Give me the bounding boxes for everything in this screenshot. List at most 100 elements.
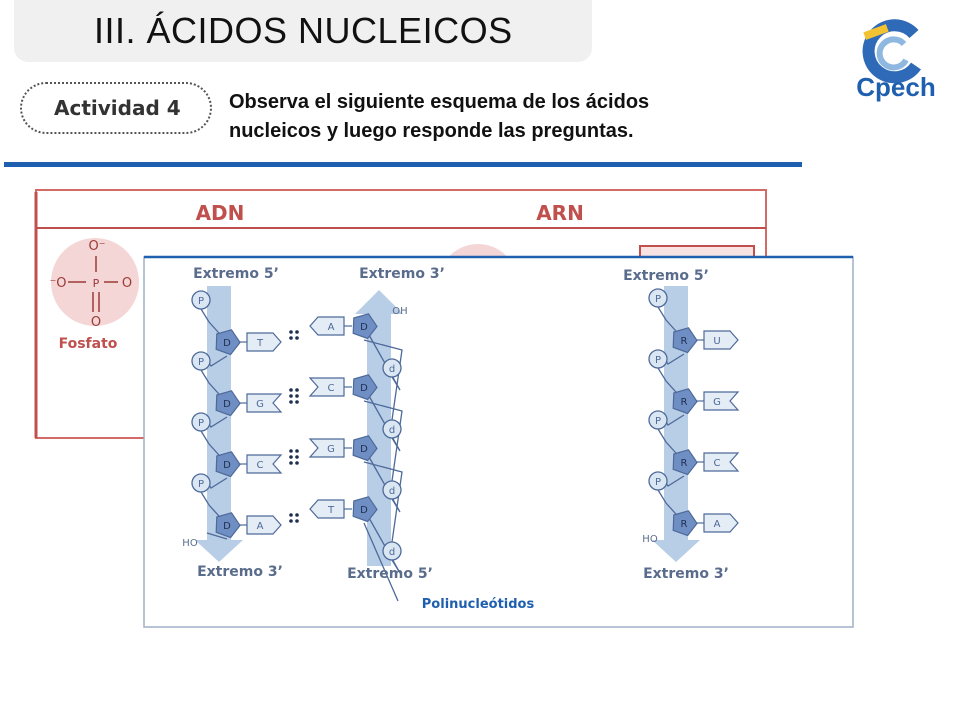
backbone-link — [363, 508, 401, 574]
phosphate-node — [382, 541, 402, 561]
header-divider — [4, 162, 802, 167]
rna-end: HO — [642, 534, 658, 545]
sugar-label: R — [681, 336, 688, 347]
phosphate-node — [191, 412, 211, 432]
hydrogen-bond-dot — [295, 519, 299, 523]
sugar-node — [672, 510, 698, 537]
sugar-node — [672, 327, 698, 354]
hydrogen-bond-dot — [295, 394, 299, 398]
phosphate-node — [382, 419, 402, 439]
base-label: C — [328, 383, 335, 394]
phosphate-label: P — [655, 294, 661, 305]
rna-bottom-label: Extremo 3’ — [643, 566, 729, 582]
base-node — [308, 377, 345, 397]
sugar-node — [352, 496, 378, 523]
sugar-label: D — [223, 338, 231, 349]
hydrogen-bond-dot — [295, 388, 299, 392]
logo-text: Cpech — [856, 72, 935, 102]
phosphate-label: P — [655, 477, 661, 488]
hydrogen-bond-dot — [295, 455, 299, 459]
instruction-text: Observa el siguiente esquema de los ácid… — [229, 88, 809, 146]
hydrogen-bond-dot — [295, 336, 299, 340]
phosphate-label: P — [655, 355, 661, 366]
phosphate-label: P — [655, 416, 661, 427]
backbone-link — [363, 339, 403, 421]
hydrogen-bond-dot — [289, 455, 293, 459]
fosfato-label: Fosfato — [59, 336, 118, 352]
phosphate-label: P — [198, 296, 204, 307]
base-label: T — [327, 505, 335, 516]
table-header-arn: ARN — [536, 201, 584, 225]
backbone-end — [363, 522, 399, 602]
base-node — [246, 393, 283, 413]
phosphate-label: d — [389, 486, 395, 497]
phosphate-circle — [51, 238, 139, 326]
phosphate-node — [382, 480, 402, 500]
phosphate-label: P — [198, 418, 204, 429]
activity-label: Actividad 4 — [54, 96, 181, 120]
sugar-node — [215, 512, 241, 539]
sugar-node — [352, 374, 378, 401]
base-node — [703, 330, 739, 350]
backbone-link — [363, 447, 401, 513]
phosphate-p: P — [93, 277, 100, 290]
sugar-node — [672, 388, 698, 415]
hydrogen-bond-dot — [295, 461, 299, 465]
base-node — [246, 515, 282, 535]
phosphate-label: d — [389, 547, 395, 558]
hydrogen-bond-dot — [295, 400, 299, 404]
hydrogen-bond-dot — [295, 513, 299, 517]
base-label: G — [327, 444, 335, 455]
sugar-label: R — [681, 458, 688, 469]
sugar-node — [672, 449, 698, 476]
phosphate-node — [648, 349, 668, 369]
phosphate-o-left: ⁻O — [49, 276, 66, 291]
backbone-link — [363, 400, 403, 482]
base-node — [309, 316, 345, 336]
base-node — [309, 499, 345, 519]
backbone-end — [206, 532, 228, 540]
hydrogen-bond-dot — [289, 513, 293, 517]
base-node — [308, 438, 345, 458]
base-label: C — [257, 460, 264, 471]
hydrogen-bond-dot — [289, 461, 293, 465]
phosphate-node — [648, 288, 668, 308]
sugar-label: D — [360, 505, 368, 516]
sugar-label: D — [360, 444, 368, 455]
instruction-line-2: nucleicos y luego responde las preguntas… — [229, 120, 634, 142]
base-node — [246, 332, 282, 352]
hydrogen-bond-dot — [289, 449, 293, 453]
cpech-logo: Cpech — [856, 19, 936, 102]
hydrogen-bond-dot — [289, 400, 293, 404]
phosphate-label: d — [389, 425, 395, 436]
base-node — [703, 452, 740, 472]
phosphate-o-bottom: O — [91, 315, 101, 330]
phosphate-node — [191, 351, 211, 371]
phosphate-node — [648, 410, 668, 430]
polynucleotide-panel — [143, 256, 854, 628]
hydrogen-bond-dot — [289, 388, 293, 392]
phosphate-node — [191, 473, 211, 493]
dna-left-bottom-label: Extremo 3’ — [197, 564, 283, 580]
base-label: T — [256, 338, 264, 349]
sugar-node — [215, 390, 241, 417]
sugar-label: R — [681, 397, 688, 408]
sugar-label: D — [360, 322, 368, 333]
sugar-node — [215, 451, 241, 478]
phosphate-node — [191, 290, 211, 310]
base-label: A — [328, 322, 335, 333]
base-label: A — [714, 519, 721, 530]
hydrogen-bond-dot — [289, 519, 293, 523]
sugar-label: R — [681, 519, 688, 530]
dna-right-bottom-label: Extremo 5’ — [347, 566, 433, 582]
sugar-label: D — [223, 399, 231, 410]
phosphate-o-right: O — [122, 276, 132, 291]
sugar-label: D — [360, 383, 368, 394]
base-node — [703, 391, 740, 411]
table-header-adn: ADN — [196, 201, 245, 225]
hydrogen-bond-dot — [289, 394, 293, 398]
base-node — [246, 454, 283, 474]
hydrogen-bond-dot — [289, 336, 293, 340]
sugar-node — [215, 329, 241, 356]
